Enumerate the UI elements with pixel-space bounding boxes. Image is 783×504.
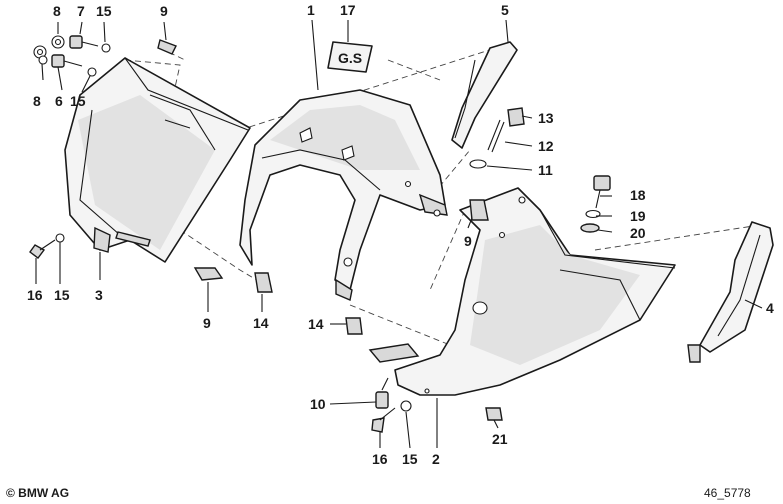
callout-20: 20 (630, 225, 646, 241)
callout-18: 18 (630, 187, 646, 203)
callout-7: 7 (77, 3, 85, 19)
callout-17: 17 (340, 2, 356, 18)
callout-labels: 8 7 15 9 1 17 5 8 6 15 13 12 11 18 19 20… (27, 2, 774, 467)
part-3-left-fairing-shell (64, 57, 251, 263)
callout-9-right: 9 (464, 233, 472, 249)
callout-12: 12 (538, 138, 554, 154)
callout-1: 1 (307, 2, 315, 18)
part-17-gs-emblem: G.S (327, 41, 373, 73)
callout-16-bottom: 16 (372, 451, 388, 467)
callout-15-bottom-left: 15 (54, 287, 70, 303)
part-1-center-fairing (239, 89, 448, 301)
callout-4: 4 (766, 300, 774, 316)
callout-2: 2 (432, 451, 440, 467)
callout-11: 11 (538, 162, 553, 178)
callout-19: 19 (630, 208, 646, 224)
part-4-side-trim-strip (687, 221, 774, 363)
callout-16-left: 16 (27, 287, 43, 303)
callout-15-top: 15 (96, 3, 112, 19)
callout-9-top: 9 (160, 3, 168, 19)
callout-5: 5 (501, 2, 509, 18)
leader-lines (35, 19, 763, 449)
callout-6: 6 (55, 93, 63, 109)
callout-9-bottom: 9 (203, 315, 211, 331)
callout-21: 21 (492, 431, 508, 447)
copyright-label: © BMW AG (6, 486, 70, 500)
callout-15-left: 15 (70, 93, 86, 109)
fasteners (29, 35, 611, 433)
part-2-lower-side-fairing (368, 187, 676, 396)
part-5-upper-trim-strip (451, 41, 518, 149)
callout-13: 13 (538, 110, 554, 126)
callout-15-bottom: 15 (402, 451, 418, 467)
callout-14-left: 14 (253, 315, 269, 331)
callout-10: 10 (310, 396, 326, 412)
emblem-text: G.S (338, 50, 362, 66)
drawing-id-label: 46_5778 (704, 486, 751, 500)
callout-8-left: 8 (33, 93, 41, 109)
callout-3: 3 (95, 287, 103, 303)
callout-8-top: 8 (53, 3, 61, 19)
callout-14-right: 14 (308, 316, 324, 332)
